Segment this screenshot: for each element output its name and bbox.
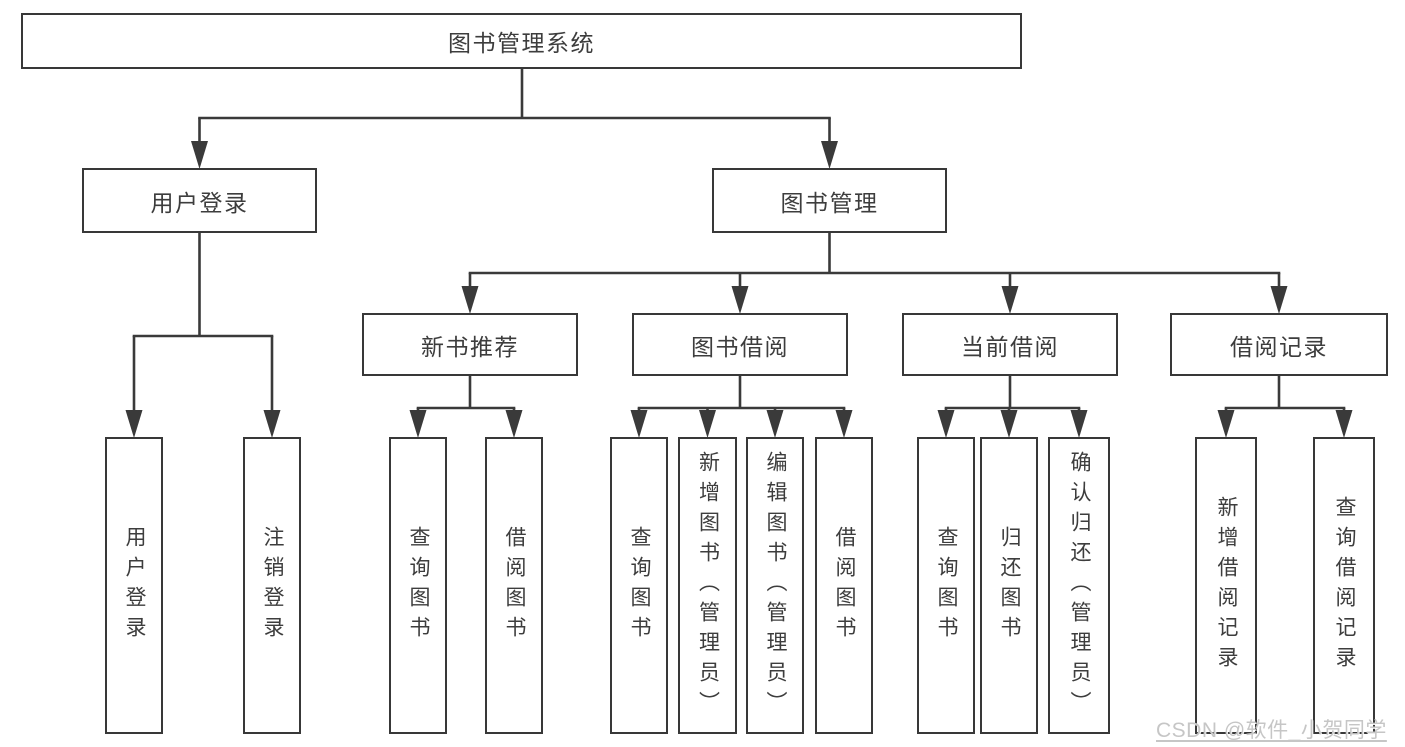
node-book-management: 图书管理	[712, 168, 947, 233]
node-label-leaf-borrow-books: 借阅图书	[833, 525, 856, 646]
arrowhead-current-borrowing	[1001, 286, 1019, 314]
watermark: CSDN @软件_小贺同学	[1156, 719, 1387, 742]
node-label-leaf-confirm-return: 确认归还（管理员）	[1068, 450, 1091, 721]
node-label-leaf-query-borrow-record: 查询借阅记录	[1333, 495, 1356, 676]
node-leaf-logout: 注销登录	[243, 437, 301, 734]
node-leaf-confirm-return: 确认归还（管理员）	[1048, 437, 1110, 734]
node-label-user-login: 用户登录	[150, 189, 249, 216]
arrowhead-user-login	[191, 141, 208, 169]
arrowhead-leaf-logout	[263, 410, 281, 438]
node-label-leaf-add-borrow-record: 新增借阅记录	[1215, 495, 1238, 676]
node-leaf-query-books-cur: 查询图书	[917, 437, 975, 734]
node-label-leaf-user-login: 用户登录	[123, 525, 146, 646]
arrowhead-leaf-borrow-books	[835, 410, 853, 438]
arrowhead-borrowing-records	[1270, 286, 1288, 314]
arrowhead-book-borrowing	[731, 286, 749, 314]
arrowhead-leaf-query-borrow-record	[1335, 410, 1353, 438]
arrowhead-leaf-edit-books	[766, 410, 784, 438]
node-label-leaf-borrow-books-rec: 借阅图书	[503, 525, 526, 646]
node-library-system: 图书管理系统	[21, 13, 1022, 69]
arrowhead-leaf-add-books	[699, 410, 716, 438]
node-label-book-management: 图书管理	[780, 189, 879, 216]
node-leaf-add-borrow-record: 新增借阅记录	[1195, 437, 1257, 734]
node-leaf-query-books-rec: 查询图书	[389, 437, 447, 734]
node-label-leaf-query-books-rec: 查询图书	[407, 525, 430, 646]
arrowhead-leaf-query-books-rec	[409, 410, 427, 438]
node-label-leaf-return-books: 归还图书	[998, 525, 1021, 646]
node-leaf-user-login: 用户登录	[105, 437, 163, 734]
node-new-book-recommend: 新书推荐	[362, 313, 578, 376]
arrowhead-leaf-borrow-books-rec	[505, 410, 523, 438]
node-leaf-query-borrow-record: 查询借阅记录	[1313, 437, 1375, 734]
arrowhead-leaf-query-books-borrow	[630, 410, 648, 438]
node-label-current-borrowing: 当前借阅	[961, 333, 1059, 360]
arrowhead-new-book-recommend	[461, 286, 479, 314]
node-user-login: 用户登录	[82, 168, 317, 233]
arrowhead-book-management	[821, 141, 838, 169]
node-leaf-borrow-books-rec: 借阅图书	[485, 437, 543, 734]
arrowhead-leaf-return-books	[1000, 410, 1018, 438]
node-label-leaf-add-books: 新增图书（管理员）	[696, 450, 720, 721]
node-label-leaf-query-books-borrow: 查询图书	[628, 525, 651, 646]
node-label-leaf-logout: 注销登录	[261, 525, 284, 646]
node-current-borrowing: 当前借阅	[902, 313, 1118, 376]
node-label-book-borrowing: 图书借阅	[691, 333, 789, 360]
arrowhead-leaf-user-login	[125, 410, 143, 438]
node-leaf-query-books-borrow: 查询图书	[610, 437, 668, 734]
arrowhead-leaf-query-books-cur	[937, 410, 955, 438]
node-label-new-book-recommend: 新书推荐	[421, 333, 519, 360]
node-leaf-add-books: 新增图书（管理员）	[678, 437, 737, 734]
arrowhead-leaf-add-borrow-record	[1217, 410, 1235, 438]
node-label-library-system: 图书管理系统	[448, 30, 595, 56]
node-label-leaf-query-books-cur: 查询图书	[935, 525, 958, 646]
node-label-leaf-edit-books: 编辑图书（管理员）	[764, 450, 787, 721]
node-leaf-edit-books: 编辑图书（管理员）	[746, 437, 804, 734]
node-leaf-borrow-books: 借阅图书	[815, 437, 873, 734]
node-leaf-return-books: 归还图书	[980, 437, 1038, 734]
node-label-borrowing-records: 借阅记录	[1230, 333, 1328, 360]
arrowhead-leaf-confirm-return	[1070, 410, 1088, 438]
node-book-borrowing: 图书借阅	[632, 313, 848, 376]
node-borrowing-records: 借阅记录	[1170, 313, 1388, 376]
